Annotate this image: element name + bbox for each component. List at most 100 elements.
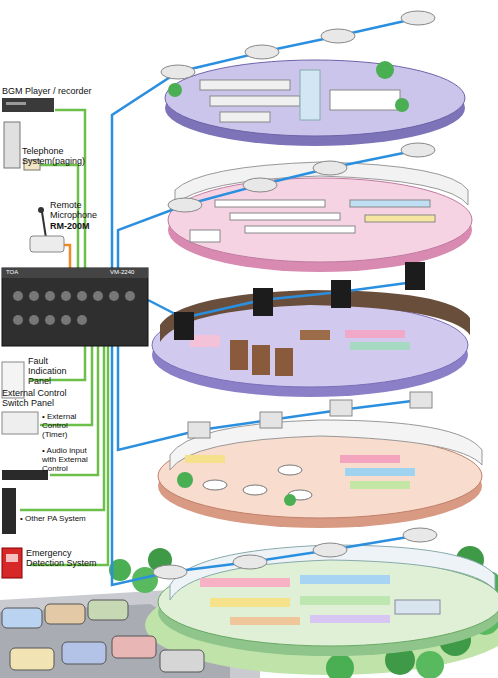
wall-speaker-black [253,288,273,316]
floor-store [168,162,472,272]
floor-supermarket [310,615,390,623]
floor-clothing [350,342,410,350]
device-label: • External Control (Timer) [42,412,90,439]
floor-store [365,215,435,222]
ground [326,654,354,678]
amplifier [29,315,39,325]
amplifier [45,291,55,301]
wall-speaker-black [174,262,425,340]
floor-cafe [185,455,225,463]
floor-cafe [345,468,415,476]
floor-office [210,96,300,106]
wall-speaker-black [331,280,351,308]
floor-supermarket [300,596,390,605]
wall-speaker-gray [188,392,432,438]
amplifier [61,291,71,301]
remote-microphone [42,212,46,238]
ceiling-speaker [161,65,195,79]
speaker-lines [118,150,418,270]
amplifier [109,291,119,301]
floor-office [220,112,270,122]
model-number: RM-200M [50,221,110,231]
floor-cafe [243,485,267,495]
ceiling-speaker [153,11,437,579]
switch-panel [2,412,38,434]
emergency-system [2,548,22,578]
ceiling-speaker [403,528,437,542]
bgm-player [2,98,54,112]
floor-store [230,213,340,220]
speaker-lines [112,18,418,270]
floor-office [330,90,400,110]
floor-office [395,98,409,112]
amplifier [2,268,148,346]
emergency-system [2,548,22,578]
amplifier [13,291,23,301]
floor-store [175,162,468,205]
floor-clothing [345,330,405,338]
floor-supermarket [200,578,290,587]
model-mark: VM-2240 [110,269,150,276]
amplifier [61,315,71,325]
remote-microphone [38,207,44,213]
floor-clothing [152,290,470,397]
device-label: BGM Player / recorder [2,86,112,96]
device-label: External Control Switch Panel [2,388,82,408]
audio-input-device [2,470,48,480]
floor-clothing [252,345,270,375]
amplifier [77,291,87,301]
audio-input-device [2,470,48,480]
floor-office [300,70,320,120]
speaker-lines [118,345,420,450]
other-pa-system [2,488,16,534]
device-label: Fault Indication Panel [28,356,88,386]
emergency-system [6,554,18,562]
ceiling-speaker [245,45,279,59]
ceiling-speaker [168,198,202,212]
amplifier [2,268,148,346]
floor-office [165,60,465,146]
wall-speaker-gray [260,412,282,428]
wall-speaker-gray [188,422,210,438]
floor-store [215,200,325,207]
amplifier [77,315,87,325]
wall-speaker-black [174,312,194,340]
ceiling-speaker [233,555,267,569]
cars [160,650,204,672]
ceiling-speaker [243,178,277,192]
bgm-player [2,98,54,112]
floor-office [168,83,182,97]
floor-clothing [230,340,248,370]
other-pa-system [2,488,16,534]
floor-supermarket [158,545,498,656]
device-label: Telephone System(paging) [22,146,84,166]
amplifier [45,315,55,325]
cars [62,642,106,664]
wall-speaker-gray [330,400,352,416]
cars [112,636,156,658]
switch-panel [2,412,38,434]
cars [10,648,54,670]
amplifier [93,291,103,301]
floor-cafe [350,481,410,489]
floor-supermarket [395,600,440,614]
device-label: Remote Microphone [50,200,110,220]
cars [2,608,42,628]
floor-cafe [284,494,296,506]
floor-cafe [203,480,227,490]
bgm-player [6,102,26,105]
floor-office [200,80,290,90]
floor-cafe [340,455,400,463]
cars [45,604,85,624]
telephone-system [4,122,20,168]
floor-clothing [190,335,220,347]
floor-store [168,178,472,262]
floor-store [350,200,430,207]
floor-store [190,230,220,242]
floor-cafe [158,420,482,528]
amplifier [13,291,135,325]
ground [416,651,444,678]
amplifier [29,291,39,301]
ceiling-speaker [321,29,355,43]
ceiling-speaker [401,11,435,25]
